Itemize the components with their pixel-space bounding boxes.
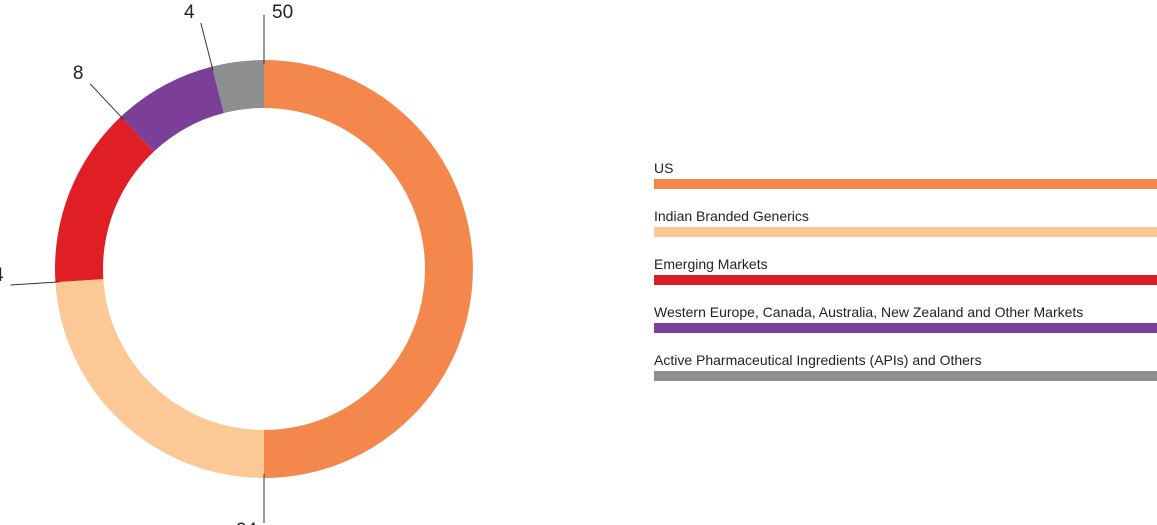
legend-item-emerging-markets: Emerging Markets	[654, 256, 1157, 304]
legend-item-apis-and-others: Active Pharmaceutical Ingredients (APIs)…	[654, 352, 1157, 400]
legend-swatch	[654, 179, 1157, 189]
legend-label: Western Europe, Canada, Australia, New Z…	[654, 304, 1084, 320]
leader-lines	[10, 15, 265, 523]
value-label: 8	[73, 63, 84, 84]
value-label: 4	[184, 2, 195, 23]
legend-swatch	[654, 275, 1157, 285]
value-labels: 50 24 14 8 4	[0, 2, 293, 525]
value-label: 14	[0, 265, 4, 286]
legend-swatch	[654, 227, 1157, 237]
donut-slice	[55, 279, 264, 478]
legend-item-western-europe: Western Europe, Canada, Australia, New Z…	[654, 304, 1157, 352]
donut-slices	[55, 60, 473, 478]
legend-swatch	[654, 371, 1157, 381]
chart-legend: US Indian Branded Generics Emerging Mark…	[654, 160, 1157, 400]
legend-item-us: US	[654, 160, 1157, 208]
leader-line	[200, 22, 214, 71]
legend-label: Active Pharmaceutical Ingredients (APIs)…	[654, 352, 982, 368]
leader-line	[89, 83, 125, 120]
donut-slice	[212, 60, 264, 114]
donut-slice	[120, 66, 224, 152]
donut-slice	[55, 116, 154, 283]
leader-line	[10, 281, 60, 286]
value-label: 50	[272, 2, 293, 23]
legend-label: Indian Branded Generics	[654, 208, 809, 224]
donut-chart: 50 24 14 8 4	[0, 2, 473, 525]
legend-label: Emerging Markets	[654, 256, 768, 272]
value-label: 24	[236, 520, 258, 525]
legend-swatch	[654, 323, 1157, 333]
legend-label: US	[654, 160, 674, 176]
legend-item-indian-branded-generics: Indian Branded Generics	[654, 208, 1157, 256]
donut-slice	[264, 60, 473, 478]
